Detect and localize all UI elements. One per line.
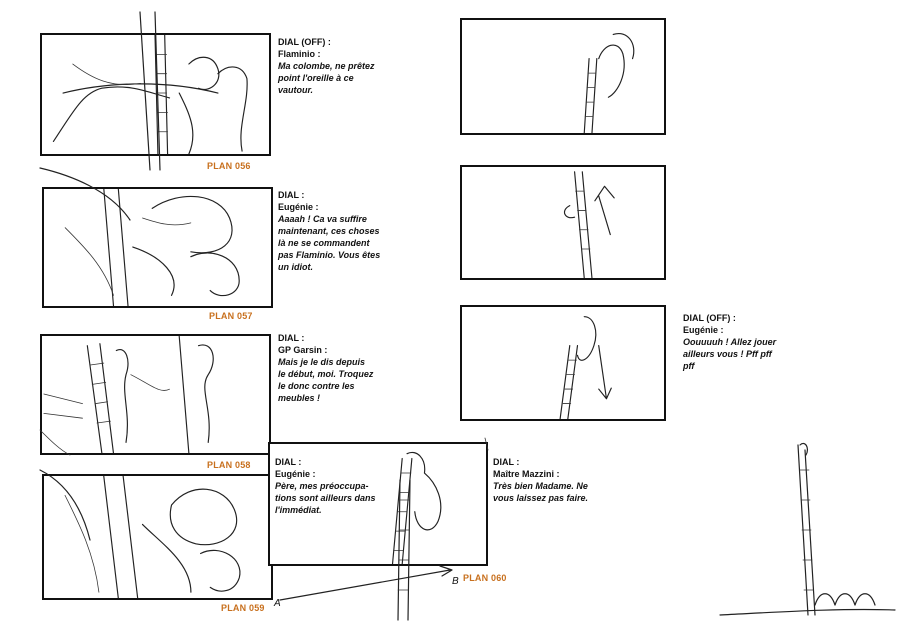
dialogue-speaker: Flaminio : bbox=[278, 49, 321, 59]
dialogue-line: l'immédiat. bbox=[275, 505, 322, 515]
dialogue-line: vous laissez pas faire. bbox=[493, 493, 589, 503]
sketch-plan-056 bbox=[52, 35, 248, 154]
plan-label-060: PLAN 060 bbox=[463, 573, 507, 583]
dialogue-line: Aaaah ! Ca va suffire bbox=[278, 214, 367, 224]
mark-a: A bbox=[274, 598, 281, 609]
dialogue-speaker: Maître Mazzini : bbox=[493, 469, 560, 479]
dialogue-line: Père, mes préoccupa- bbox=[275, 481, 369, 491]
dialogue-line: ailleurs vous ! Pff pff bbox=[683, 349, 772, 359]
dialogue-plan-056: DIAL (OFF) : Flaminio : Ma colombe, ne p… bbox=[278, 36, 375, 96]
dialogue-line: un idiot. bbox=[278, 262, 313, 272]
sketch-plan-059 bbox=[64, 476, 241, 598]
frame-plan-058 bbox=[40, 334, 271, 455]
dialogue-line: le début, moi. Troquez bbox=[278, 369, 374, 379]
dialogue-speaker: Eugénie : bbox=[275, 469, 316, 479]
dialogue-speaker: Eugénie : bbox=[278, 202, 319, 212]
dialogue-line: maintenant, ces choses bbox=[278, 226, 380, 236]
dialogue-line: meubles ! bbox=[278, 393, 321, 403]
dialogue-heading: DIAL : bbox=[493, 457, 520, 467]
dialogue-line: point l'oreille à ce bbox=[278, 73, 354, 83]
dialogue-heading: DIAL (OFF) : bbox=[278, 37, 331, 47]
dialogue-heading: DIAL : bbox=[278, 333, 305, 343]
mark-b: B bbox=[452, 576, 459, 587]
dialogue-right-3: DIAL (OFF) : Eugénie : Oouuuuh ! Allez j… bbox=[683, 312, 776, 372]
sketch-plan-057 bbox=[64, 189, 240, 306]
dialogue-line: Oouuuuh ! Allez jouer bbox=[683, 337, 777, 347]
dialogue-heading: DIAL : bbox=[275, 457, 302, 467]
dialogue-plan-057: DIAL : Eugénie : Aaaah ! Ca va suffire m… bbox=[278, 189, 380, 273]
sketch-plan-058 bbox=[43, 336, 214, 453]
dialogue-heading: DIAL (OFF) : bbox=[683, 313, 736, 323]
sketch-right-1 bbox=[583, 32, 635, 133]
frame-plan-057 bbox=[42, 187, 273, 308]
dialogue-plan-059: DIAL : Eugénie : Père, mes préoccupa- ti… bbox=[275, 456, 376, 516]
dialogue-speaker: Eugénie : bbox=[683, 325, 724, 335]
dialogue-speaker: GP Garsin : bbox=[278, 345, 328, 355]
dialogue-line: là ne se commandent bbox=[278, 238, 370, 248]
frame-right-3 bbox=[460, 305, 666, 421]
dialogue-line: tions sont ailleurs dans bbox=[275, 493, 376, 503]
dialogue-line: vautour. bbox=[278, 85, 314, 95]
dialogue-line: Mais je le dis depuis bbox=[278, 357, 366, 367]
frame-plan-059 bbox=[42, 474, 273, 600]
dialogue-line: Très bien Madame. Ne bbox=[493, 481, 588, 491]
plan-label-057: PLAN 057 bbox=[209, 311, 253, 321]
sketch-right-3 bbox=[559, 316, 612, 419]
dialogue-line: Ma colombe, ne prêtez bbox=[278, 61, 375, 71]
frame-right-2 bbox=[460, 165, 666, 280]
plan-label-058: PLAN 058 bbox=[207, 460, 251, 470]
dialogue-line: le donc contre les bbox=[278, 381, 355, 391]
frame-plan-060 bbox=[268, 442, 488, 566]
dialogue-plan-060: DIAL : Maître Mazzini : Très bien Madame… bbox=[493, 456, 588, 504]
plan-label-059: PLAN 059 bbox=[221, 603, 265, 613]
frame-right-1 bbox=[460, 18, 666, 135]
plan-label-056: PLAN 056 bbox=[207, 161, 251, 171]
sketch-right-2 bbox=[563, 171, 615, 278]
dialogue-heading: DIAL : bbox=[278, 190, 305, 200]
dialogue-plan-058: DIAL : GP Garsin : Mais je le dis depuis… bbox=[278, 332, 373, 404]
dialogue-line: pas Flaminio. Vous êtes bbox=[278, 250, 381, 260]
dialogue-line: pff bbox=[683, 361, 695, 371]
frame-plan-056 bbox=[40, 33, 271, 156]
